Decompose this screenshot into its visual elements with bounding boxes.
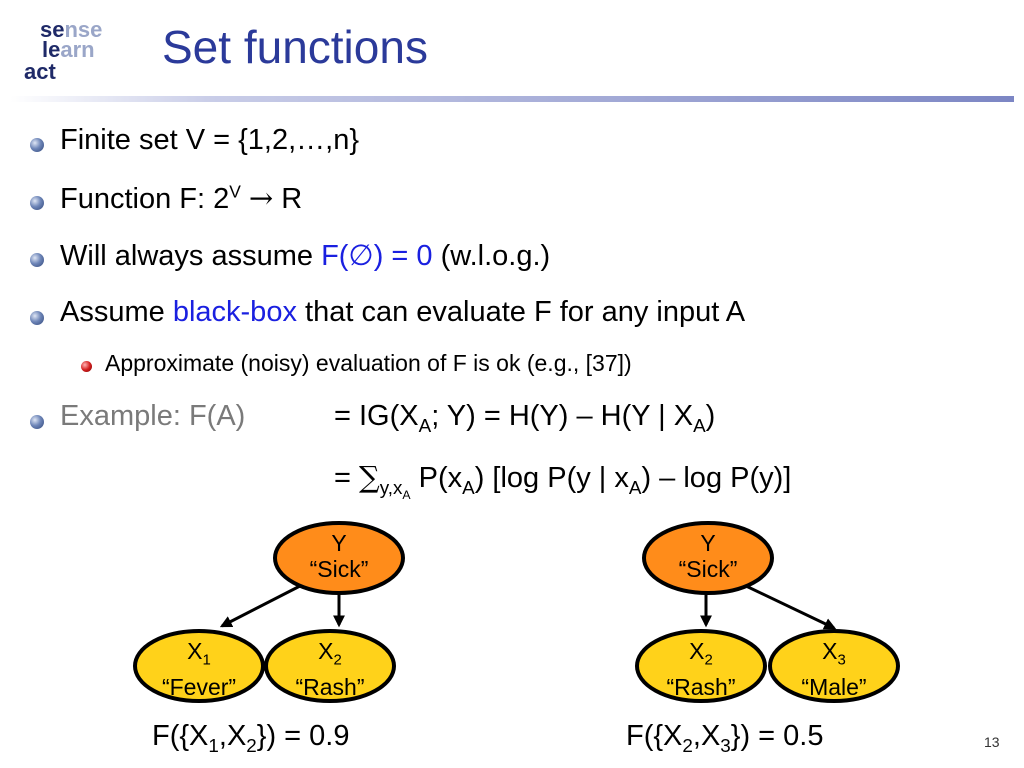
bullet-icon bbox=[30, 253, 44, 267]
sub-bullet-approximate: Approximate (noisy) evaluation of F is o… bbox=[105, 350, 632, 376]
node-label-x2-right: X2“Rash” bbox=[666, 638, 736, 700]
example-equation-2: = ∑y,xA P(xA) [log P(y | xA) – log P(y)] bbox=[334, 460, 792, 502]
bullet-list: Finite set V = {1,2,…,n} Function F: 2V … bbox=[30, 124, 792, 502]
node-x1-left bbox=[133, 629, 265, 703]
logo-line-sense: sense bbox=[40, 17, 103, 42]
caption-right-graph: F({X2,X3}) = 0.5 bbox=[626, 720, 824, 756]
bullet-icon bbox=[30, 138, 44, 152]
bullet-function: Function F: 2V → R bbox=[60, 181, 303, 215]
node-label-y-left: Y“Sick” bbox=[309, 530, 369, 582]
node-x2-right bbox=[635, 629, 767, 703]
node-x2-left bbox=[264, 629, 396, 703]
bullet-finite-set: Finite set V = {1,2,…,n} bbox=[60, 124, 360, 156]
title-divider bbox=[10, 96, 1014, 102]
logo: sense learn act sense bbox=[22, 17, 122, 90]
node-label-x1-left: X1“Fever” bbox=[161, 638, 237, 700]
edge-y-x3-right bbox=[745, 584, 837, 630]
logo-line-act: act bbox=[24, 59, 56, 84]
node-label-y-right: Y“Sick” bbox=[678, 530, 738, 582]
caption-left-graph: F({X1,X2}) = 0.9 bbox=[152, 720, 350, 756]
node-label-x2-left: X2“Rash” bbox=[295, 638, 365, 700]
sub-bullet-icon bbox=[81, 361, 92, 372]
bullet-icon bbox=[30, 196, 44, 210]
logo-line-learn: learn bbox=[42, 37, 95, 62]
slide-title: Set functions bbox=[162, 21, 428, 73]
bullet-black-box: Assume black-box that can evaluate F for… bbox=[60, 296, 746, 328]
node-y-left bbox=[273, 521, 405, 595]
bullet-assume-empty: Will always assume F(∅) = 0 (w.l.o.g.) bbox=[60, 240, 551, 272]
bullet-icon bbox=[30, 311, 44, 325]
node-y-right bbox=[642, 521, 774, 595]
page-number: 13 bbox=[984, 734, 1000, 750]
example-equation-1: = IG(XA; Y) = H(Y) – H(Y | XA) bbox=[334, 400, 716, 436]
node-x3-right bbox=[768, 629, 900, 703]
bullet-icon bbox=[30, 415, 44, 429]
bullet-example-label: Example: F(A) bbox=[60, 400, 246, 432]
node-label-x3-right: X3“Male” bbox=[801, 638, 867, 700]
edge-y-x1 bbox=[219, 584, 301, 628]
